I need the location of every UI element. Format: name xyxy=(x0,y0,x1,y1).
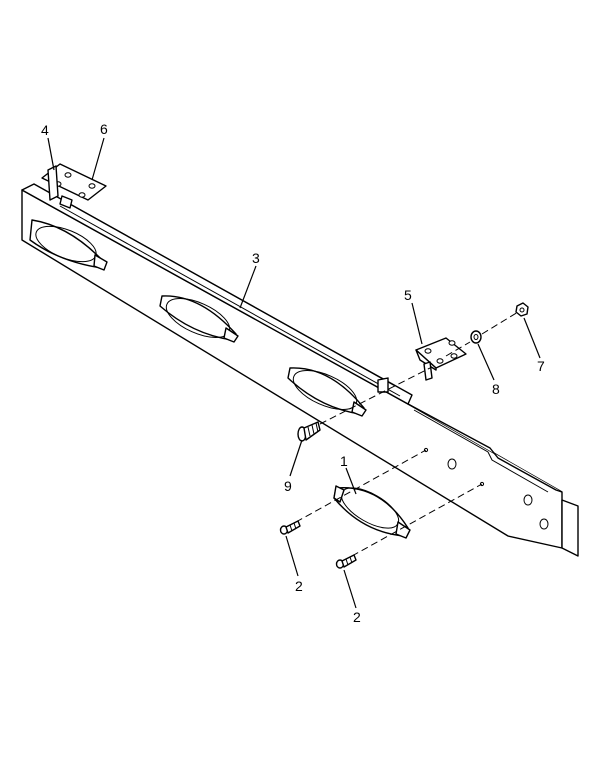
callout-9: 9 xyxy=(284,478,292,494)
lens-middle xyxy=(159,295,239,343)
lens-part-1 xyxy=(333,485,411,539)
leader-lines xyxy=(47,137,541,609)
callout-1: 1 xyxy=(340,453,348,469)
lens-left xyxy=(29,219,108,271)
assembly-lines xyxy=(295,311,519,557)
bracket-part-5 xyxy=(415,337,467,381)
callout-7: 7 xyxy=(537,358,545,374)
washer-part-8 xyxy=(470,330,482,344)
callout-4: 4 xyxy=(41,122,49,138)
callout-labels: 4 6 3 5 7 8 9 1 2 2 xyxy=(41,121,545,625)
callout-2-lower: 2 xyxy=(353,609,361,625)
screw-part-9 xyxy=(297,421,321,442)
bracket-part-4 xyxy=(47,165,73,209)
callout-6: 6 xyxy=(100,121,108,137)
lens-right xyxy=(287,367,367,417)
callout-5: 5 xyxy=(404,287,412,303)
screw-part-2-lower xyxy=(335,554,357,569)
callout-3: 3 xyxy=(252,250,260,266)
screw-part-2-upper xyxy=(279,520,301,535)
callout-2-upper: 2 xyxy=(295,578,303,594)
nut-part-7 xyxy=(515,302,529,317)
callout-8: 8 xyxy=(492,381,500,397)
